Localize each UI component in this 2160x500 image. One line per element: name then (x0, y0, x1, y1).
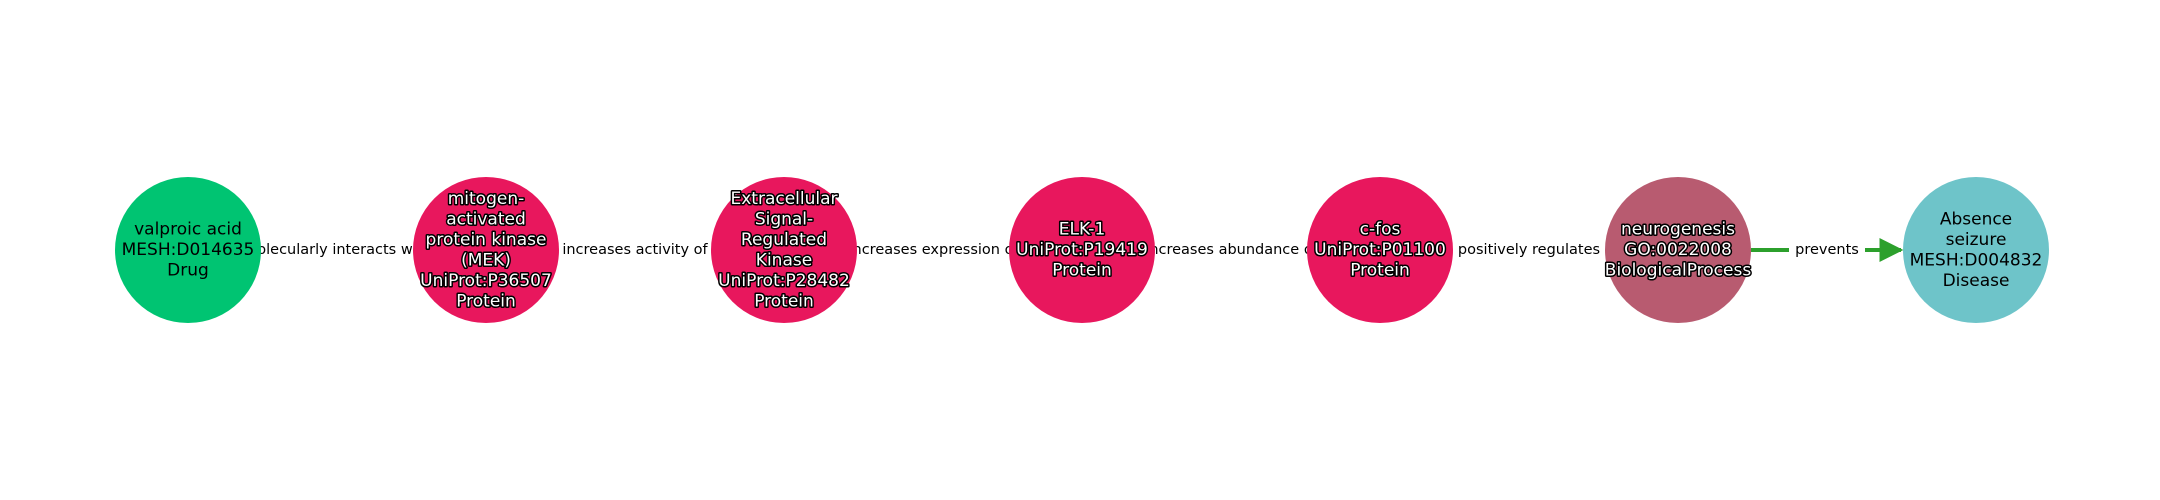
node-label-line: Protein (754, 291, 814, 311)
node-label-line: Drug (167, 261, 209, 281)
node-label-line: Protein (456, 291, 516, 311)
edge-0: olecularly interacts wi (257, 242, 416, 258)
node-label-line: GO:0022008 (1624, 240, 1732, 260)
edge-5: prevents (1751, 238, 1904, 262)
node-label-line: Protein (1052, 261, 1112, 281)
edge-label: ncreases expression o (853, 242, 1014, 258)
node-label-line: MESH:D014635 (122, 240, 255, 260)
edge-1: increases activity of (562, 242, 708, 258)
node-label-line: seizure (1946, 230, 2007, 250)
node-label-line: protein kinase (426, 230, 547, 250)
node-label-line: neurogenesis (1621, 220, 1735, 240)
node-label-line: BiologicalProcess (1605, 261, 1752, 281)
edges-layer: olecularly interacts wi increases activit… (257, 238, 1904, 262)
node-label-line: activated (446, 209, 526, 229)
node-circle (1009, 177, 1155, 323)
node-circle (115, 177, 261, 323)
edge-label: increases activity of (562, 242, 708, 258)
node-label-line: UniProt:P01100 (1314, 240, 1446, 260)
edge-4: positively regulates (1458, 242, 1600, 258)
node-label-line: mitogen- (448, 189, 525, 209)
node-circle (413, 177, 559, 323)
edge-label: prevents (1795, 242, 1859, 258)
node-circle (1307, 177, 1453, 323)
node-label-line: Protein (1350, 261, 1410, 281)
node-label-line: MESH:D004832 (1910, 250, 2043, 270)
edge-label: ncreases abundance o (1149, 242, 1313, 258)
node-label-line: Extracellular (730, 189, 837, 209)
node-label-line: Disease (1943, 271, 2010, 291)
node-label-line: c-fos (1360, 220, 1401, 240)
edge-3: ncreases abundance o (1149, 242, 1313, 258)
node-circle (1903, 177, 2049, 323)
node-erk: ExtracellularSignal-RegulatedKinaseUniPr… (711, 177, 857, 323)
node-label-line: Regulated (741, 230, 827, 250)
node-label-line: UniProt:P36507 (420, 271, 552, 291)
edge-label: olecularly interacts wi (257, 242, 416, 258)
node-label-line: (MEK) (461, 250, 511, 270)
node-label-line: ELK-1 (1059, 220, 1106, 240)
node-label-line: UniProt:P19419 (1016, 240, 1148, 260)
node-label-line: Signal- (755, 209, 813, 229)
edge-label: positively regulates (1458, 242, 1600, 258)
edge-2: ncreases expression o (853, 242, 1014, 258)
node-label-line: valproic acid (134, 220, 242, 240)
node-label-line: UniProt:P28482 (718, 271, 850, 291)
node-circle (1605, 177, 1751, 323)
node-label-line: Absence (1940, 209, 2012, 229)
node-label-line: Kinase (756, 250, 812, 270)
node-circle (711, 177, 857, 323)
